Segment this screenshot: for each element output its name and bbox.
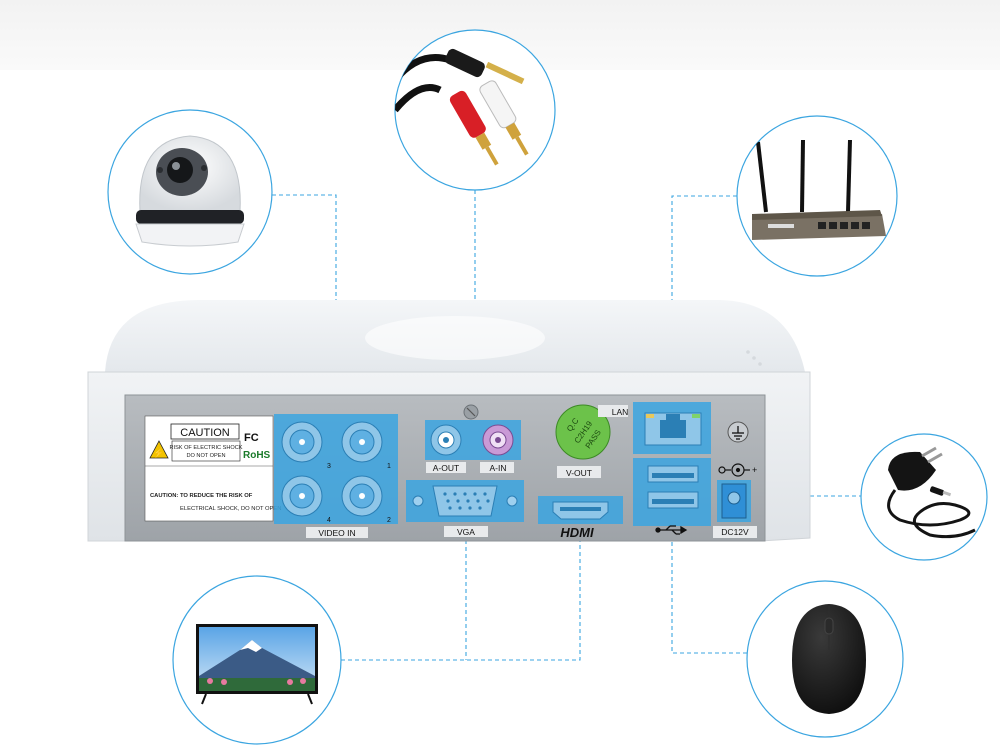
vga-port[interactable]	[406, 480, 524, 522]
lan-port[interactable]	[633, 402, 711, 454]
usb-icon	[655, 525, 688, 535]
channel-number: 1	[387, 463, 391, 470]
caution-line1: RISK OF ELECTRIC SHOCK	[169, 445, 242, 451]
tv-circle	[172, 575, 342, 745]
line-mouse	[671, 535, 748, 654]
warning-line1: CAUTION: TO REDUCE THE RISK OF	[150, 493, 253, 499]
screw-icon	[463, 404, 479, 420]
audio-out-label: A-OUT	[433, 463, 459, 473]
tv-icon	[196, 624, 318, 705]
router-circle	[736, 115, 898, 277]
usb-ports	[633, 458, 711, 526]
rohs-mark: RoHS	[243, 450, 271, 461]
rca-cable-icon	[395, 48, 529, 166]
rca-cable-circle	[394, 29, 556, 191]
usb-port[interactable]	[647, 465, 699, 483]
lan-label: LAN	[612, 407, 629, 417]
hdmi-port[interactable]	[538, 496, 623, 524]
dc-power-jack[interactable]	[717, 480, 751, 522]
router-icon	[752, 139, 886, 240]
warning-line2: ELECTRICAL SHOCK, DO NOT OPEN	[180, 506, 281, 512]
dome-camera-icon	[135, 135, 245, 247]
video-in-block: 3 1 4 2 VIDEO IN	[274, 414, 398, 538]
warning-triangle-icon	[149, 440, 169, 459]
dome-camera-circle	[107, 109, 273, 275]
line-router	[671, 195, 737, 400]
svg-text:⚡: ⚡	[153, 447, 164, 459]
usb-port[interactable]	[647, 491, 699, 509]
dc-polarity-icon: +	[718, 463, 757, 477]
video-in-label: VIDEO IN	[318, 528, 355, 538]
channel-number: 4	[327, 517, 331, 524]
fcc-mark: FC	[244, 432, 259, 444]
caution-line2: DO NOT OPEN	[186, 453, 225, 459]
audio-in-label: A-IN	[490, 463, 507, 473]
audio-out-jack[interactable]	[430, 424, 462, 456]
hdmi-logo: HDMI	[560, 525, 594, 540]
dc-label: DC12V	[721, 527, 749, 537]
bnc-connector[interactable]	[281, 421, 323, 463]
bnc-connector[interactable]	[281, 475, 323, 517]
audio-block: A-OUT A-IN	[425, 420, 521, 473]
caution-sticker: CAUTION ⚡ RISK OF ELECTRIC SHOCK DO NOT …	[144, 415, 281, 522]
vga-label: VGA	[457, 527, 475, 537]
svg-text:+: +	[752, 465, 757, 475]
mouse-circle	[746, 580, 904, 738]
bnc-connector[interactable]	[341, 421, 383, 463]
vout-label: V-OUT	[566, 468, 592, 478]
qc-pass-sticker: Q.C C2H19 PASS	[555, 404, 611, 460]
power-adapter-circle	[860, 433, 988, 561]
line-tv	[341, 540, 581, 661]
channel-number: 3	[327, 463, 331, 470]
caution-title: CAUTION	[180, 427, 230, 439]
power-adapter-icon	[887, 446, 976, 539]
ground-icon	[727, 421, 749, 443]
channel-number: 2	[387, 517, 391, 524]
audio-in-jack[interactable]	[482, 424, 514, 456]
bnc-connector[interactable]	[341, 475, 383, 517]
mouse-icon	[792, 604, 866, 714]
